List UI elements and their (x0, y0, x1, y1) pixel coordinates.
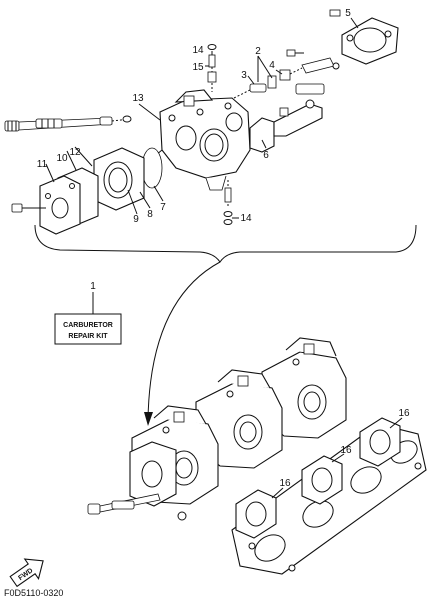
callout-12: 12 (69, 147, 81, 158)
callout-leaders-upper (45, 17, 359, 219)
callout-16-left: 16 (279, 478, 291, 489)
kit-label-line1: CARBURETOR (63, 322, 113, 329)
callout-16-right: 16 (398, 408, 410, 419)
shaft-lower (87, 493, 187, 521)
arrow-head (144, 412, 153, 426)
linkage-parts (233, 67, 303, 99)
carburetor-rear (261, 337, 347, 439)
callout-14-top: 14 (192, 45, 204, 56)
callout-4: 4 (269, 60, 275, 71)
carburetor-body-upper (149, 89, 251, 191)
callout-8: 8 (147, 209, 153, 220)
front-pump-cover (129, 441, 177, 507)
flange-6 (249, 83, 325, 153)
long-bolt (11, 203, 46, 213)
callout-9: 9 (133, 214, 139, 225)
callout-2: 2 (255, 46, 261, 57)
kit-label-line2: REPAIR KIT (68, 333, 108, 340)
o-ring-13 (122, 115, 132, 123)
callout-13: 13 (132, 93, 144, 104)
figure-code: F0D5110-0320 (4, 588, 63, 598)
needle-screw-bottom (223, 180, 233, 225)
covers-10-11 (39, 167, 99, 235)
callout-5: 5 (345, 8, 351, 19)
callout-14-bottom: 14 (240, 213, 252, 224)
pump-body-12 (93, 147, 145, 211)
callout-15: 15 (192, 62, 204, 73)
callout-1: 1 (90, 281, 96, 292)
callout-numbers: 1 2 3 4 5 6 7 8 9 10 11 12 13 14 14 15 1… (37, 8, 410, 489)
assembly-bracket (34, 224, 417, 263)
diaphragm-cover-5 (341, 17, 399, 65)
exploded-view-upper (4, 9, 399, 235)
assembled-view-lower (87, 337, 427, 575)
callout-7: 7 (160, 202, 166, 213)
callout-16-middle: 16 (340, 445, 352, 456)
callout-11: 11 (37, 159, 48, 170)
gaskets-16 (235, 417, 401, 539)
callout-leaders-lower (271, 417, 403, 499)
callout-6: 6 (263, 150, 269, 161)
repair-kit-label: CARBURETOR REPAIR KIT (54, 292, 122, 345)
shaft-assembly (4, 116, 131, 132)
bolts-upper-right (286, 9, 341, 74)
callout-10: 10 (56, 153, 68, 164)
assembly-arrow (147, 261, 221, 421)
fwd-arrow: FWD (9, 558, 44, 588)
callout-3: 3 (241, 70, 247, 81)
